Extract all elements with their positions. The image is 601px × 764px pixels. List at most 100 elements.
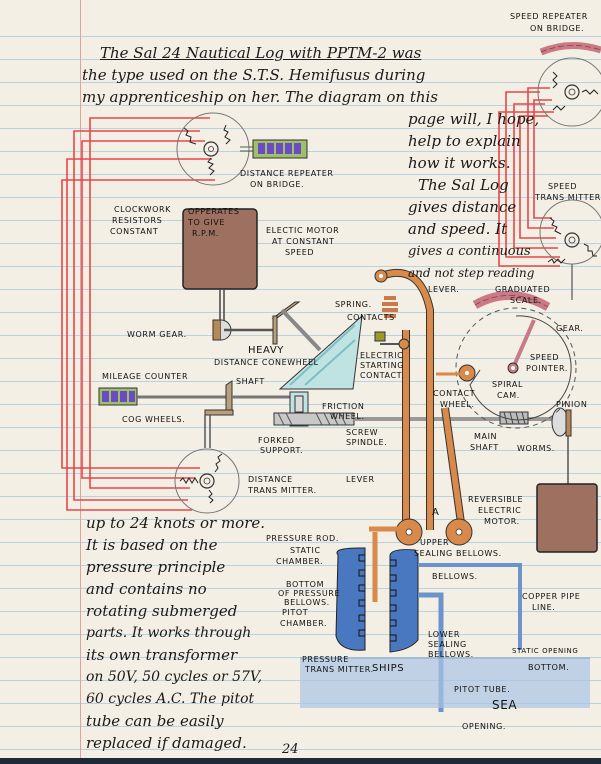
label-speed-pointer-2: POINTER. xyxy=(526,364,569,373)
label-screw-spindle-2: SPINDLE. xyxy=(346,438,388,447)
label-pinion: PINION xyxy=(556,400,588,409)
label-clockwork-1: CLOCKWORK xyxy=(114,205,172,214)
label-opening: OPENING. xyxy=(462,722,507,731)
spiral-cam xyxy=(455,291,577,429)
label-main-shaft-2: SHAFT xyxy=(470,443,499,452)
worm-gear xyxy=(212,301,322,352)
wiring-left xyxy=(61,117,215,511)
bottom-line-5: rotating submerged xyxy=(86,602,238,620)
label-clockwork-3: CONSTANT xyxy=(110,227,159,236)
label-bottom-bellows-2: OF PRESSURE xyxy=(278,589,341,598)
label-copper-pipe-1: COPPER PIPE xyxy=(522,592,581,601)
label-spiral-cam-2: CAM. xyxy=(497,391,520,400)
speed-repeater-dial xyxy=(537,42,601,127)
label-bottom-bellows-3: BELLOWS. xyxy=(284,598,330,607)
label-operates-1: OPPERATES xyxy=(188,207,240,216)
distance-transmitter-dial xyxy=(174,448,240,514)
label-cog-wheels: COG WHEELS. xyxy=(122,415,186,424)
label-spring: SPRING. xyxy=(335,300,372,309)
label-pressure-rod: PRESSURE ROD. xyxy=(266,534,339,543)
label-distance-repeater-2: ON BRIDGE. xyxy=(250,180,305,189)
electric-motor xyxy=(182,208,258,322)
reversible-motor xyxy=(536,483,598,553)
label-distance-conewheel: DISTANCE CONEWHEEL xyxy=(214,358,319,367)
label-static-chamber-2: CHAMBER. xyxy=(276,557,324,566)
label-upper-sealing-1: UPPER xyxy=(420,538,450,547)
label-graduated-scale-2: SCALE. xyxy=(510,296,542,305)
label-electric-starting-3: CONTACT. xyxy=(360,371,405,380)
label-shaft: SHAFT xyxy=(236,377,265,386)
intro-line-1: the type used on the S.T.S. Hemifusus du… xyxy=(82,66,426,84)
label-sea: SEA xyxy=(492,698,518,712)
bottom-line-1: up to 24 knots or more. xyxy=(86,514,266,532)
side-line-4: The Sal Log xyxy=(418,176,509,194)
bottom-line-4: and contains no xyxy=(86,580,207,598)
label-upper-sealing-2: SEALING BELLOWS. xyxy=(414,549,502,558)
label-speed-repeater-2: ON BRIDGE. xyxy=(530,24,585,33)
label-operates-3: R.P.M. xyxy=(192,229,219,238)
lever xyxy=(369,268,476,602)
cone-wheel xyxy=(278,314,363,390)
distance-repeater-counter xyxy=(252,139,308,159)
side-line-7: gives a continuous xyxy=(408,244,531,259)
mileage-counter xyxy=(98,380,300,448)
label-speed-transmitter-1: SPEED xyxy=(548,182,578,191)
label-electric-motor-1: ELECTIC MOTOR xyxy=(266,226,340,235)
label-worms: WORMS. xyxy=(517,444,555,453)
label-ships: SHIPS xyxy=(372,663,405,674)
label-friction-wheel-2: WHEEL. xyxy=(330,412,365,421)
distance-repeater-dial xyxy=(176,112,253,186)
bottom-line-2: It is based on the xyxy=(86,536,218,554)
label-speed-repeater-1: SPEED REPEATER xyxy=(510,12,588,21)
label-electric-starting-1: ELECTRIC xyxy=(360,351,404,360)
side-line-2: help to explain xyxy=(408,132,521,150)
label-heavy: HEAVY xyxy=(248,345,284,356)
pressure-transmitter xyxy=(335,547,522,712)
page-number: 24 xyxy=(282,742,299,757)
main-shaft xyxy=(499,407,572,484)
margin-line xyxy=(80,0,81,758)
title-line: The Sal 24 Nautical Log with PPTM-2 was xyxy=(100,44,422,62)
label-distance-repeater-1: DISTANCE REPEATER xyxy=(240,169,334,178)
label-copper-pipe-2: LINE. xyxy=(532,603,556,612)
label-pivot-a: A xyxy=(432,507,440,518)
bottom-line-10: tube can be easily xyxy=(86,712,224,730)
label-distance-transmitter-2: TRANS MITTER. xyxy=(248,486,317,495)
label-forked-support-1: FORKED xyxy=(258,436,295,445)
label-pressure-transmitter-2: TRANS MITTER. xyxy=(305,665,374,674)
label-speed-pointer-1: SPEED xyxy=(530,353,560,362)
label-operates-2: TO GIVE xyxy=(188,218,226,227)
label-clockwork-2: RESISTORS xyxy=(112,216,163,225)
label-static-opening: STATIC OPENING xyxy=(512,647,579,655)
label-reversible-motor-2: ELECTRIC xyxy=(478,506,522,515)
label-main-shaft-1: MAIN xyxy=(474,432,498,441)
side-line-1: page will, I hope, xyxy=(408,110,540,128)
side-line-6: and speed. It xyxy=(408,220,508,238)
label-lower-sealing-3: BELLOWS. xyxy=(428,650,474,659)
side-line-8: and not step reading xyxy=(408,266,535,280)
side-line-3: how it works. xyxy=(408,154,511,172)
intro-line-2: my apprenticeship on her. The diagram on… xyxy=(82,88,439,106)
label-electric-starting-2: STARTING xyxy=(360,361,405,370)
label-bottom: BOTTOM. xyxy=(528,663,570,672)
bottom-line-6: parts. It works through xyxy=(86,625,252,641)
label-reversible-motor-1: REVERSIBLE xyxy=(468,495,524,504)
label-pitot-chamber-1: PITOT xyxy=(282,608,309,617)
label-lever-top: LEVER. xyxy=(428,285,460,294)
sea xyxy=(300,657,590,708)
label-pressure-transmitter-1: PRESSURE xyxy=(302,655,349,664)
label-contacts: CONTACTS xyxy=(347,313,395,322)
label-bottom-bellows-1: BOTTOM xyxy=(286,580,325,589)
bottom-line-9: 60 cycles A.C. The pitot xyxy=(86,691,255,707)
bottom-line-11: replaced if damaged. xyxy=(86,734,247,752)
speed-transmitter-dial xyxy=(539,199,601,300)
label-pitot-tube: PITOT TUBE. xyxy=(454,685,511,694)
label-electric-motor-2: AT CONSTANT xyxy=(272,237,335,246)
label-bellows: BELLOWS. xyxy=(432,572,478,581)
bottom-line-8: on 50V, 50 cycles or 57V, xyxy=(86,669,263,685)
label-forked-support-2: SUPPORT. xyxy=(260,446,304,455)
label-speed-transmitter-2: TRANS MITTER xyxy=(535,193,601,202)
label-static-chamber-1: STATIC xyxy=(290,546,321,555)
